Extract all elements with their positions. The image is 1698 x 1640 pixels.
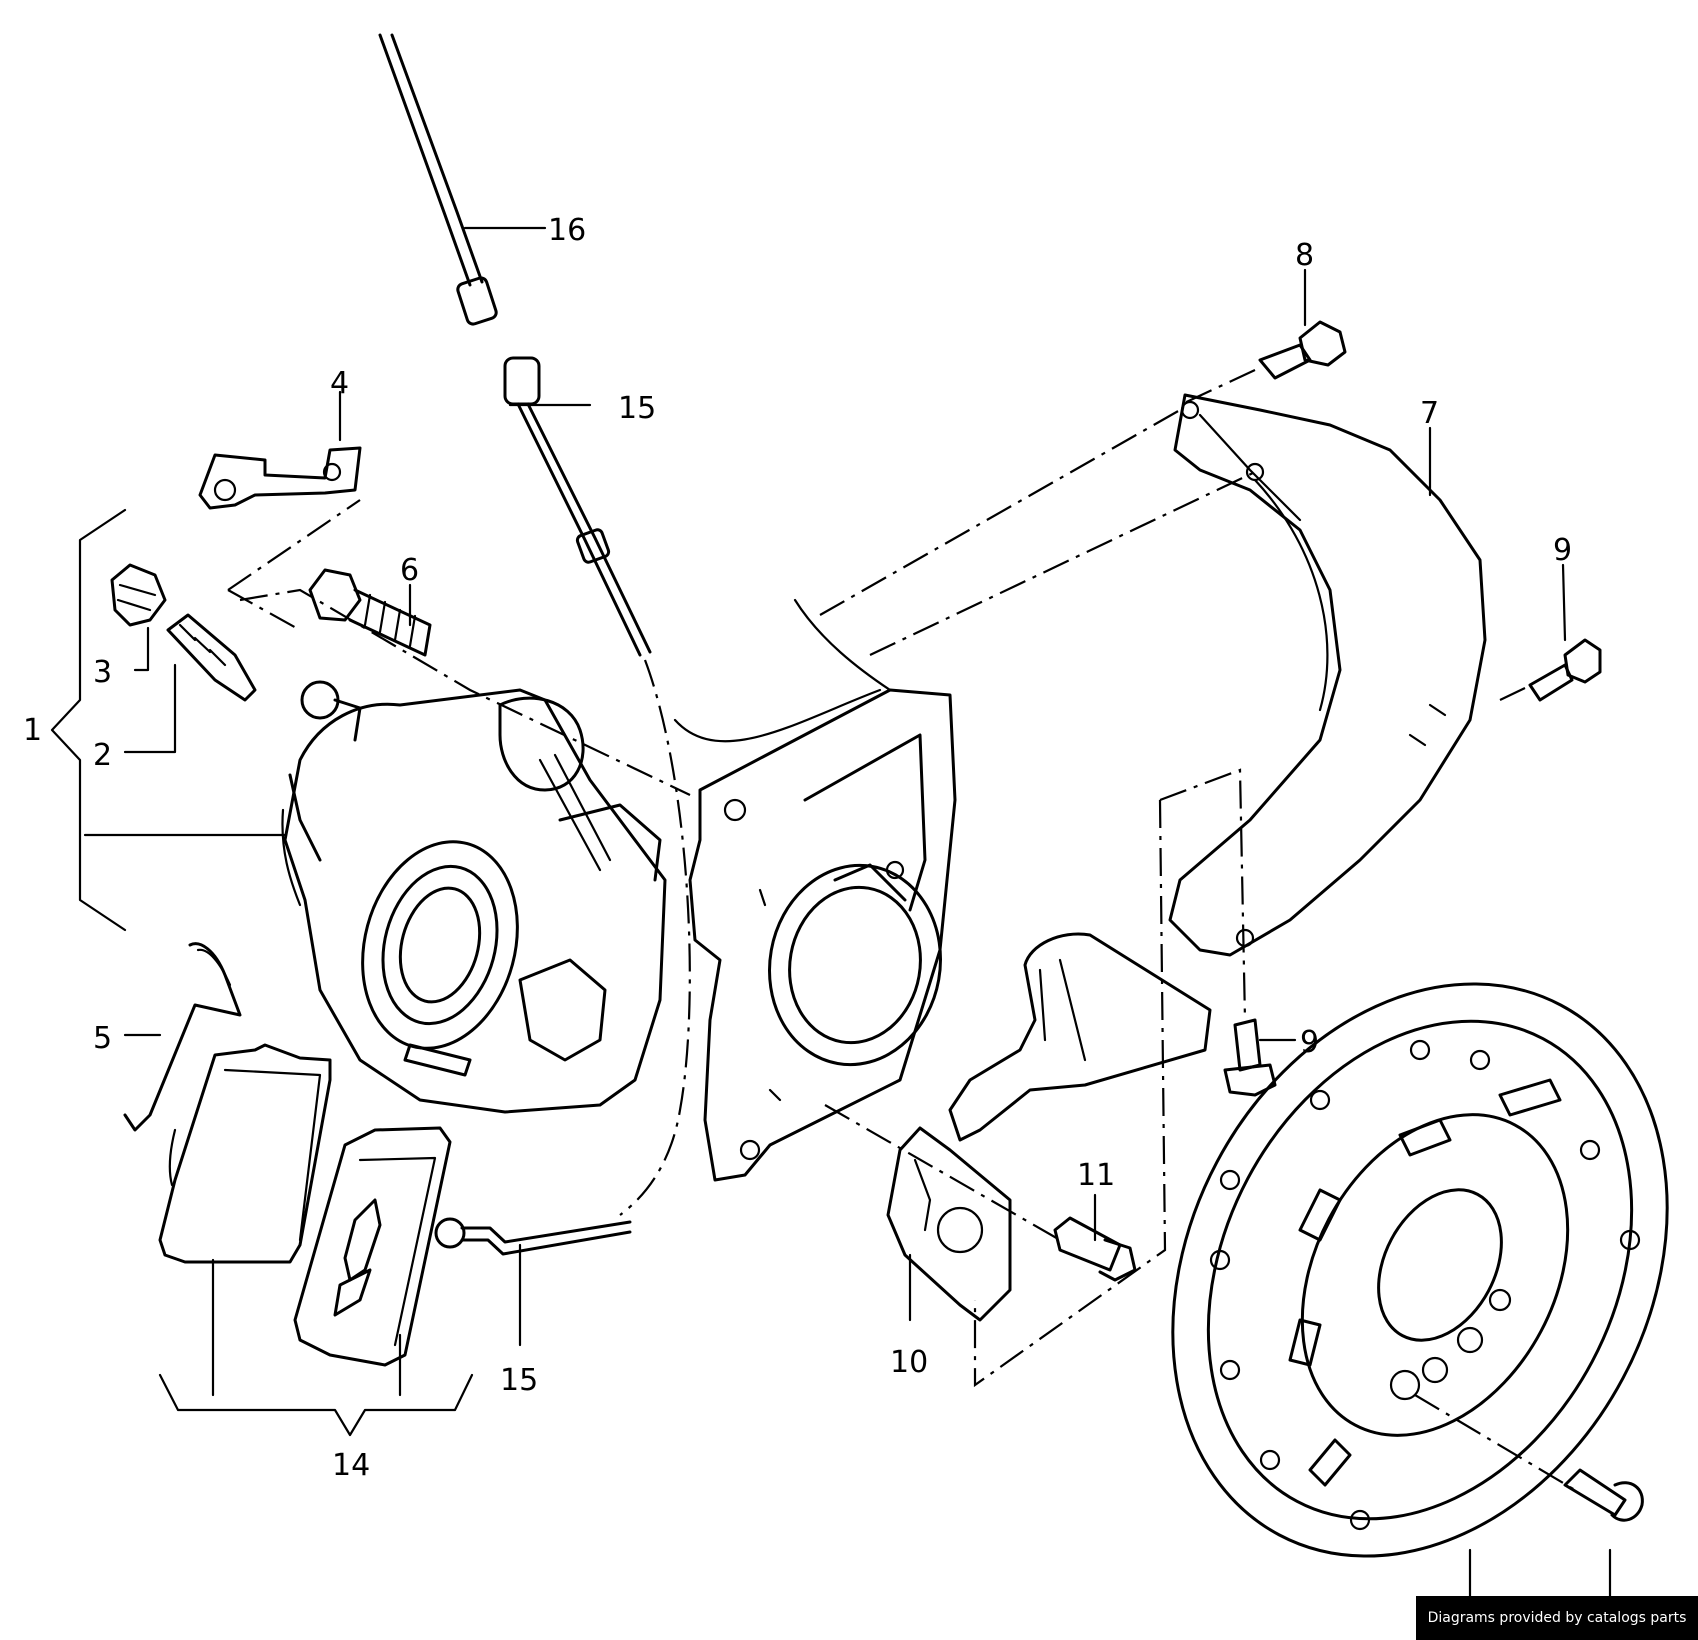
callout-10: 10 — [890, 1345, 928, 1380]
callout-5: 5 — [93, 1021, 112, 1056]
assembly-lines — [227, 369, 1576, 1491]
disc-screw — [1563, 1468, 1644, 1522]
callout-15-top: 15 — [618, 391, 656, 426]
callout-8: 8 — [1295, 238, 1314, 273]
callout-7: 7 — [1420, 396, 1439, 431]
guide-bolt-6 — [308, 568, 432, 657]
leader-lines — [50, 226, 1612, 1602]
bleeder-cap-3 — [110, 563, 167, 627]
callout-9-upper: 9 — [1553, 533, 1572, 568]
bolt-9-lower — [1223, 1018, 1277, 1097]
callout-4: 4 — [330, 366, 349, 401]
callout-16: 16 — [548, 213, 586, 248]
callout-labels: 16 15 4 6 3 1 2 5 14 15 10 11 8 7 9 9 — [23, 213, 1572, 1483]
brake-pad-right — [293, 1126, 452, 1367]
wheel-carrier — [688, 688, 957, 1182]
callout-2: 2 — [93, 738, 112, 773]
bleeder-screw-2 — [166, 613, 257, 702]
callout-3: 3 — [93, 655, 112, 690]
bracket-4 — [198, 446, 362, 510]
callout-15-bottom: 15 — [500, 1363, 538, 1398]
callout-14: 14 — [332, 1448, 370, 1483]
callout-6: 6 — [400, 553, 419, 588]
cable-end-fitting — [434, 1217, 632, 1256]
spring-clip-5 — [123, 942, 242, 1132]
caliper-bracket — [948, 932, 1212, 1142]
bolt-8 — [1258, 320, 1347, 380]
brake-disc — [1171, 982, 1669, 1558]
background-arcs — [673, 598, 892, 743]
bolt-9-upper — [1528, 638, 1602, 702]
brake-pad-left — [158, 1043, 332, 1264]
splash-guard-7 — [1168, 393, 1487, 957]
credit-badge: Diagrams provided by catalogs parts — [1416, 1596, 1698, 1640]
brake-caliper — [281, 680, 667, 1114]
callout-11: 11 — [1077, 1158, 1115, 1193]
shield-plate-10 — [886, 1126, 1012, 1322]
callout-9-lower: 9 — [1300, 1025, 1319, 1060]
callout-1: 1 — [23, 713, 42, 748]
